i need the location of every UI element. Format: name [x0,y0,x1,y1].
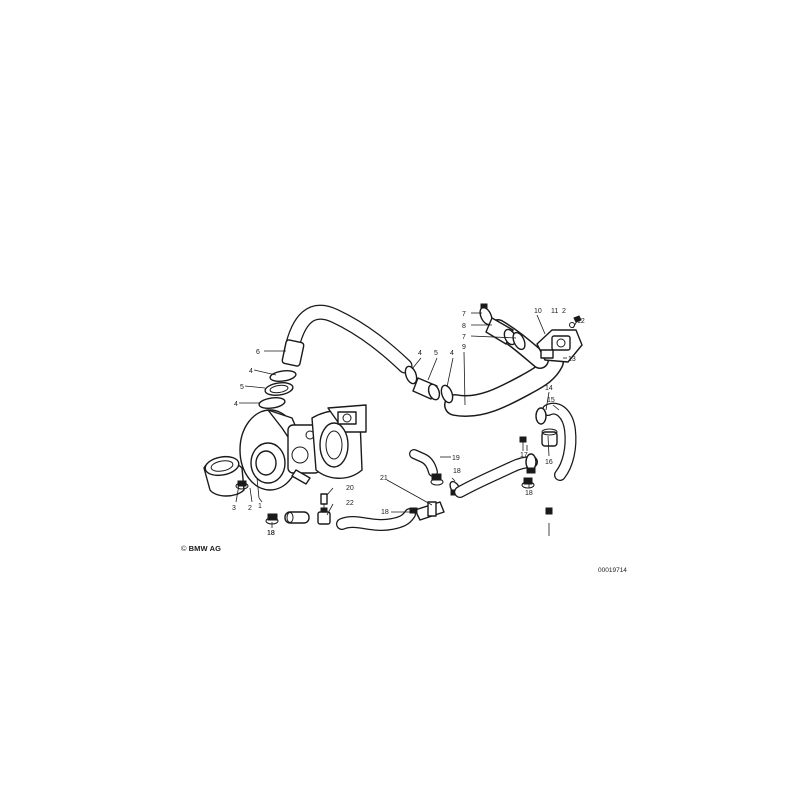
hose-clamp-7-lower [512,331,526,351]
callout-5: 5 [434,350,438,357]
connector-22 [317,507,331,525]
callout-14: 14 [545,385,553,392]
callout-10: 10 [534,308,542,315]
callout-8: 8 [462,323,466,330]
callout-4: 4 [450,350,454,357]
callout-20: 20 [346,485,354,492]
callout-1: 1 [258,503,262,510]
callout-18: 18 [453,468,461,475]
hose-clamp-18-lower-left [265,513,279,525]
callout-9: 9 [462,344,466,351]
hose-clamp-14 [535,407,547,425]
callout-19: 19 [452,455,460,462]
cap-16 [541,428,558,447]
elbow-3 [203,455,245,497]
hose-clamp-18-right [525,453,537,474]
bracket-part [545,507,553,536]
callout-7: 7 [462,334,466,341]
callout-22: 22 [346,500,354,507]
tee-fitting-21 [414,501,445,521]
callout-18: 18 [381,509,389,516]
turbocharger [239,404,367,491]
hose-15 [542,402,577,481]
copyright-notice: ©BMW AG [181,544,221,553]
pipe-coupling-6 [281,339,305,367]
callout-labels: 6 4 5 4 4 5 4 9 7 8 7 10 11 2 12 13 14 1… [232,308,585,537]
right-hose [454,456,538,498]
callout-6: 6 [256,349,260,356]
stud-1 [256,477,260,499]
hose-clamp-7-upper [479,303,493,326]
clamp-18-far-right [521,477,535,489]
callout-2: 2 [562,308,566,315]
callout-17: 17 [520,452,528,459]
callout-21: 21 [380,475,388,482]
callout-3: 3 [232,505,236,512]
small-hose-19 [409,449,438,477]
copyright-symbol: © [181,544,187,553]
callout-12: 12 [577,318,585,325]
sleeve-5-mid [412,377,441,401]
drawing-number: 00019714 [598,567,627,574]
hose-clamp-18-mid [430,473,444,486]
hose-clamp-18-left-tee [409,507,418,514]
callout-4: 4 [249,368,253,375]
callout-15: 15 [547,397,555,404]
callout-2: 2 [248,505,252,512]
copyright-owner: BMW AG [188,544,222,553]
clamp-ring-4-upper [269,370,297,382]
callout-4: 4 [418,350,422,357]
bolt-17 [519,436,527,451]
clamp-ring-4-lower [258,397,286,409]
callout-4: 4 [234,401,238,408]
washer-2-top [569,322,575,328]
lower-hose [336,508,416,531]
callout-5: 5 [240,384,244,391]
short-hose [284,511,310,524]
callout-18: 18 [267,530,275,537]
callout-18: 18 [267,530,275,537]
callout-7: 7 [462,311,466,318]
throttle-housing-10 [536,329,583,363]
callout-13: 13 [568,356,576,363]
banjo-bolt-20 [320,493,328,510]
leader-lines [235,312,567,528]
callout-18: 18 [525,490,533,497]
clamp-ring-4-mid-left [404,365,418,385]
clamp-ring-4-mid-right [440,384,454,404]
callout-16: 16 [545,459,553,466]
clamp-2-left [235,480,249,490]
callout-11: 11 [551,308,558,315]
gasket-5-left [264,382,294,396]
